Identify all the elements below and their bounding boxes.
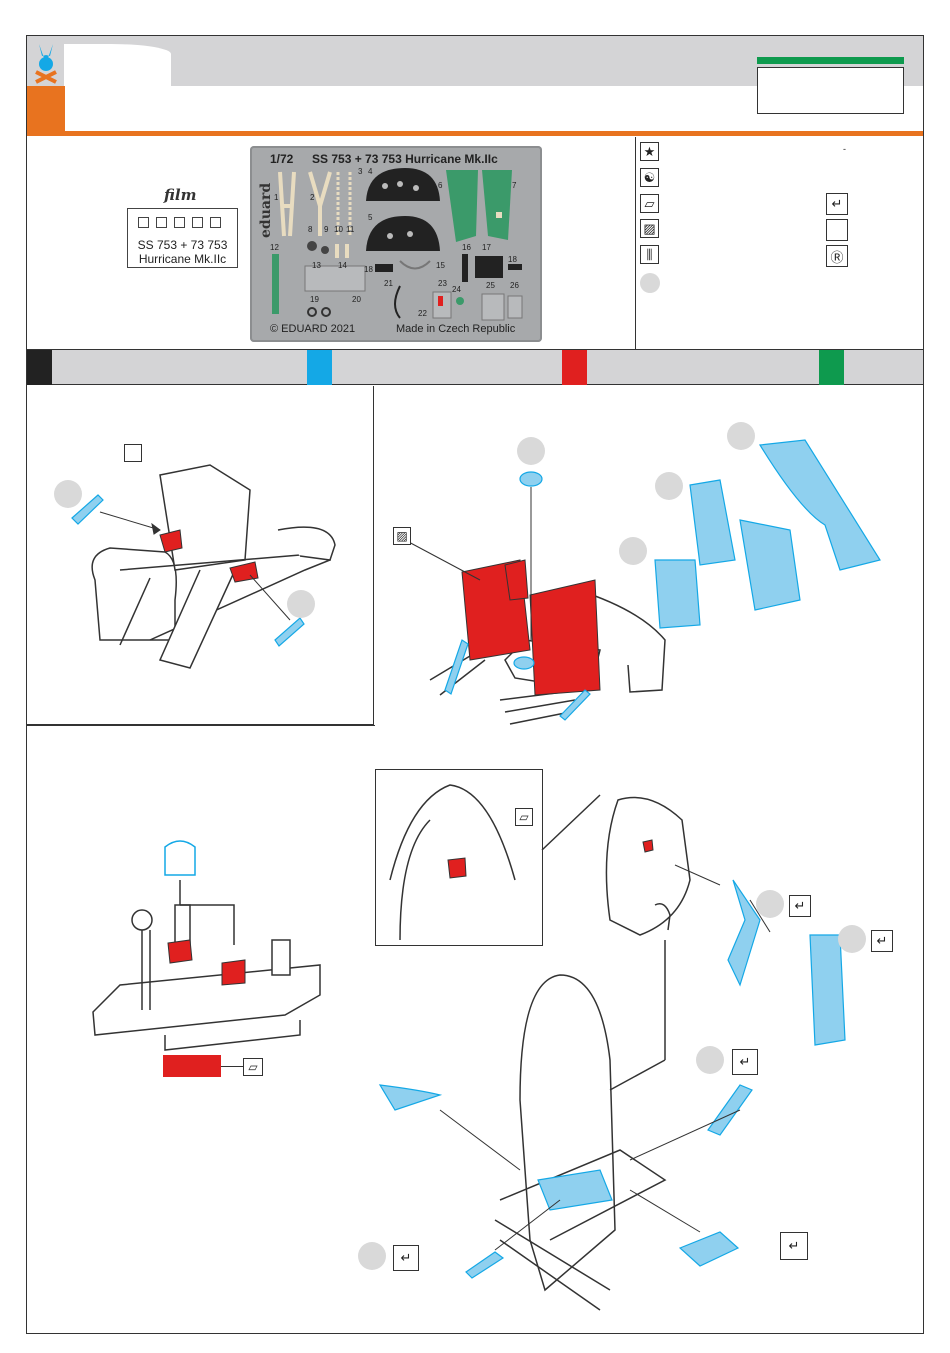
detail-inset (375, 769, 543, 946)
swatch-leader (221, 1066, 243, 1067)
bend-icon: ↵ (393, 1245, 419, 1271)
step-marker (655, 472, 683, 500)
bend-icon: ↵ (780, 1232, 808, 1260)
step-marker (838, 925, 866, 953)
bend-icon: ↵ (789, 895, 811, 917)
step-marker (696, 1046, 724, 1074)
bend-icon: ↵ (732, 1049, 758, 1075)
step-marker (756, 890, 784, 918)
step-marker (727, 422, 755, 450)
step-marker (287, 590, 315, 618)
paint-icon: ▱ (515, 808, 533, 826)
paint-icon: ▱ (243, 1058, 263, 1076)
step-marker (358, 1242, 386, 1270)
blank-marker (124, 444, 142, 462)
step-marker (619, 537, 647, 565)
paint-red-swatch (163, 1055, 221, 1077)
step-marker (54, 480, 82, 508)
step-marker (517, 437, 545, 465)
bend-icon: ↵ (871, 930, 893, 952)
hatch-icon: ▨ (393, 527, 411, 545)
